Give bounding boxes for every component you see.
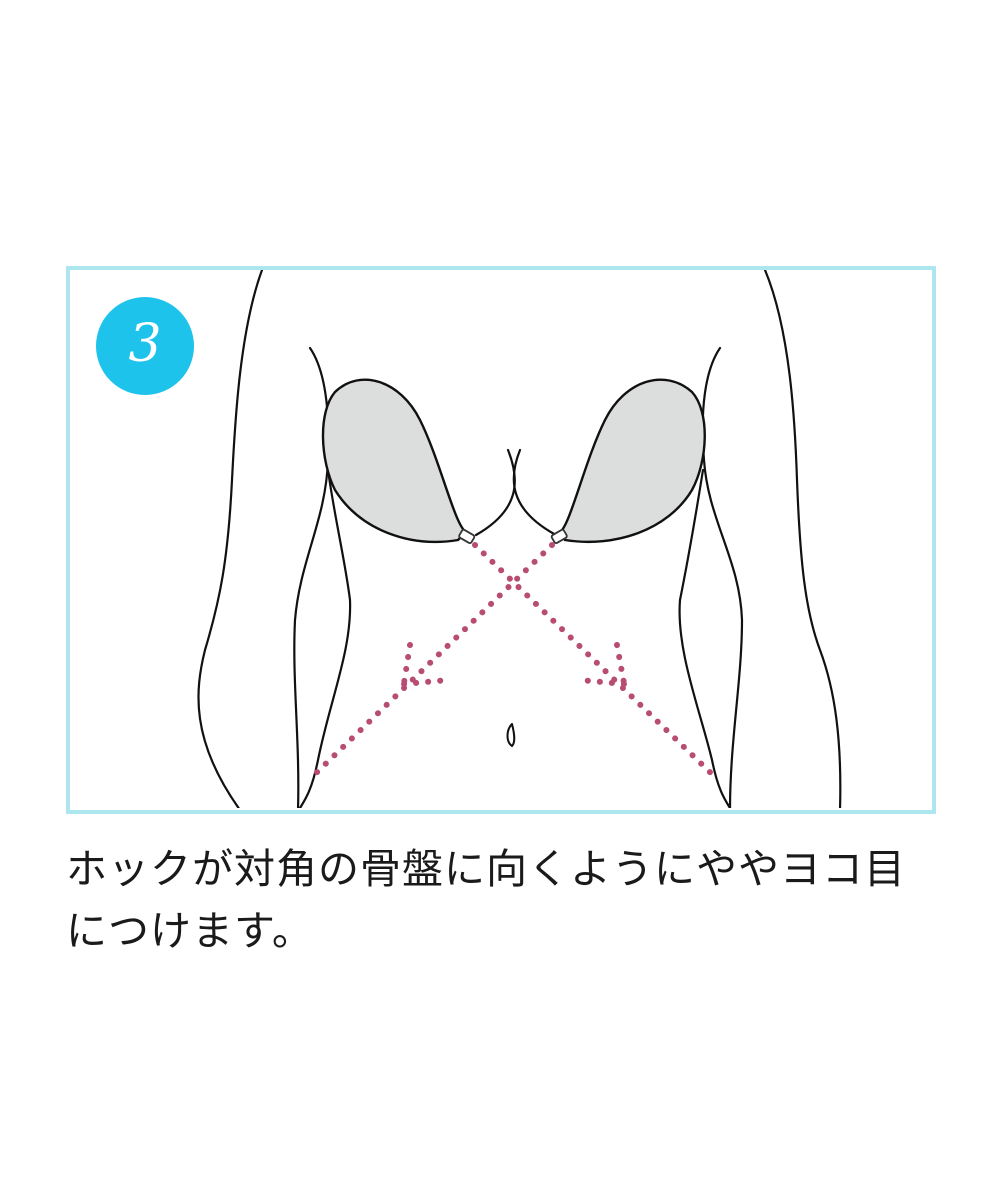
left-arrowhead-bottom — [401, 677, 451, 687]
guide-line-left-hook — [472, 542, 718, 780]
step-number: 3 — [128, 314, 162, 374]
right-arrowhead-top — [614, 642, 627, 686]
left-torso-outline — [293, 346, 330, 808]
left-arrowhead-top — [401, 642, 413, 686]
right-torso-outline — [701, 346, 744, 808]
right-breast-curve — [512, 448, 558, 537]
left-cup — [321, 378, 468, 544]
right-arrowhead-bottom — [577, 677, 627, 687]
guide-line-right-hook — [309, 542, 555, 780]
right-cup — [558, 378, 706, 544]
right-arm-outline — [763, 270, 842, 808]
left-arm-outline — [197, 270, 264, 808]
navel — [506, 723, 516, 748]
right-inner-arm — [678, 468, 732, 808]
right-hook — [550, 528, 568, 544]
left-hook — [458, 528, 476, 544]
left-inner-arm — [298, 468, 352, 808]
step-frame — [66, 266, 936, 814]
step-number-badge: 3 — [96, 297, 194, 395]
left-breast-curve — [474, 448, 516, 537]
instruction-caption: ホックが対角の骨盤に向くようにややヨコ目につけます。 — [66, 845, 906, 955]
